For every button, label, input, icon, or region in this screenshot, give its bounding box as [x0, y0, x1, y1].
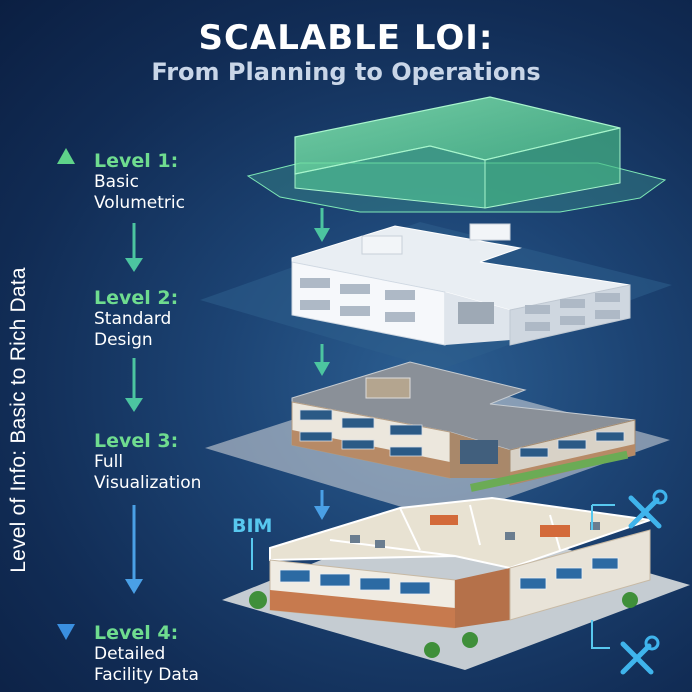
bim-label: BIM [232, 515, 273, 537]
level-2-line1: Standard [94, 309, 172, 329]
level-2-line2: Design [94, 330, 153, 350]
axis-label-text: Level of Info: Basic to Rich Data [7, 267, 30, 573]
level-4-heading: Level 4: [94, 622, 179, 644]
arrow-down-icon [125, 358, 143, 412]
arrow-down-icon [314, 344, 330, 376]
level-3-line1: Full [94, 452, 124, 472]
level-3-block: Level 3: Full Visualization [94, 430, 201, 494]
arrow-down-icon [314, 490, 330, 520]
level-3-line2: Visualization [94, 473, 202, 493]
level-4-line2: Facility Data [94, 665, 199, 685]
bim-bracket [251, 504, 615, 649]
building-volumetric [246, 96, 667, 213]
level-1-line2: Volumetric [94, 193, 185, 213]
level-1-line1: Basic [94, 172, 140, 192]
level-3-heading: Level 3: [94, 430, 179, 452]
level-axis-arrow [57, 148, 75, 640]
level-2-block: Level 2: Standard Design [94, 287, 178, 351]
level-4-line1: Detailed [94, 644, 166, 664]
arrow-down-icon [125, 505, 143, 594]
wrench-screwdriver-icon [628, 489, 668, 529]
arrow-down-icon [125, 223, 143, 272]
building-bim-cutaway [222, 496, 690, 670]
wrench-screwdriver-icon [620, 635, 660, 675]
page-title: SCALABLE LOI: [198, 18, 494, 58]
building-full-visualization [205, 361, 670, 520]
building-standard-design [200, 222, 672, 370]
page-subtitle: From Planning to Operations [151, 58, 541, 86]
arrow-down-icon [314, 208, 330, 242]
level-1-block: Level 1: Basic Volumetric [94, 150, 185, 214]
level-2-heading: Level 2: [94, 287, 179, 309]
level-1-heading: Level 1: [94, 150, 179, 172]
level-4-block: Level 4: Detailed Facility Data [94, 622, 199, 686]
